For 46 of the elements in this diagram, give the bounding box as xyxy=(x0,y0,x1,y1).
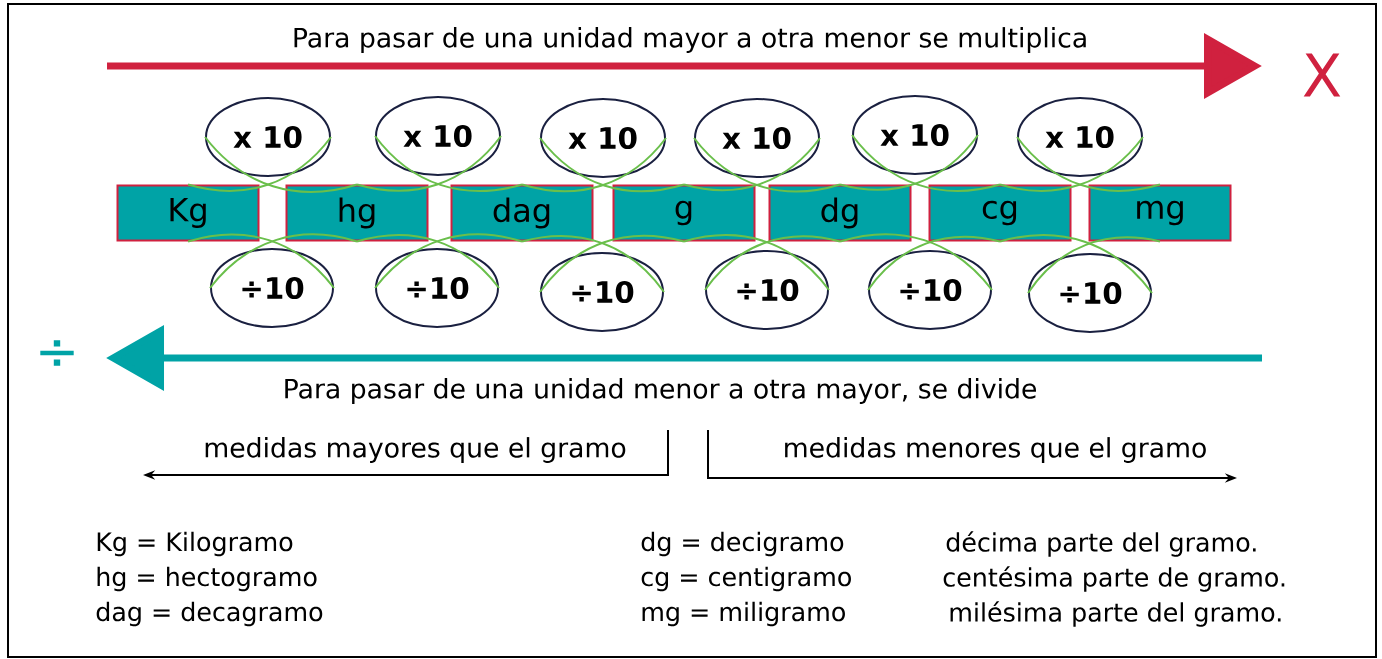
arc-connector xyxy=(704,235,841,291)
arc-connector xyxy=(839,233,993,291)
arc-connector xyxy=(187,136,332,192)
arc-connector xyxy=(521,235,665,293)
heading-text: Para pasar de una unidad mayor a otra menor se multiplica xyxy=(294,27,1086,53)
arc-connector xyxy=(851,134,1001,192)
arc-connector xyxy=(539,137,685,193)
arc-connector xyxy=(839,134,979,191)
definition-text: dag = decagramo xyxy=(96,601,323,627)
heading-text: Para pasar de una unidad menor a otra mayor, se divide xyxy=(285,378,1036,404)
arc-connector xyxy=(539,234,685,293)
arc-connector xyxy=(683,234,830,291)
multiply-sign: X xyxy=(1303,53,1341,97)
arc-connector xyxy=(204,136,358,193)
definition-text: cg = centigramo xyxy=(641,566,851,592)
unit-box: mg xyxy=(1088,184,1232,242)
arc-connector xyxy=(1027,236,1161,294)
arc-connector xyxy=(356,234,500,289)
arc-connector xyxy=(867,235,1001,291)
definition-text: milésima parte del gramo. xyxy=(950,601,1281,627)
definition-text: hg = hectogramo xyxy=(97,566,317,592)
arc-connector xyxy=(374,233,523,289)
range-label: medidas menores que el gramo xyxy=(785,437,1206,463)
range-label: medidas mayores que el gramo xyxy=(205,437,626,463)
arc-connector xyxy=(209,233,358,289)
arc-connector xyxy=(187,233,335,289)
arc-connector xyxy=(999,136,1144,192)
arc-connector xyxy=(374,135,523,193)
arc-connector xyxy=(693,137,841,193)
definition-text: centésima parte de gramo. xyxy=(943,566,1285,592)
unit-box: dag xyxy=(450,184,594,242)
arc-connector xyxy=(356,135,502,192)
arc-connector xyxy=(999,234,1153,294)
arc-connector xyxy=(683,137,821,192)
definition-text: Kg = Kilogramo xyxy=(97,531,293,557)
divide-sign: ÷ xyxy=(40,340,74,366)
unit-box: cg xyxy=(928,184,1072,242)
arc-connector xyxy=(1016,136,1161,192)
unit-box: hg xyxy=(285,184,429,242)
arc-connector xyxy=(521,137,667,193)
definition-text: mg = miligramo xyxy=(642,601,845,627)
unit-box: dg xyxy=(768,184,912,242)
unit-box: Kg xyxy=(116,184,260,242)
definition-text: dg = decigramo xyxy=(641,531,844,557)
unit-box: g xyxy=(612,184,756,242)
definition-text: décima parte del gramo. xyxy=(946,531,1256,557)
